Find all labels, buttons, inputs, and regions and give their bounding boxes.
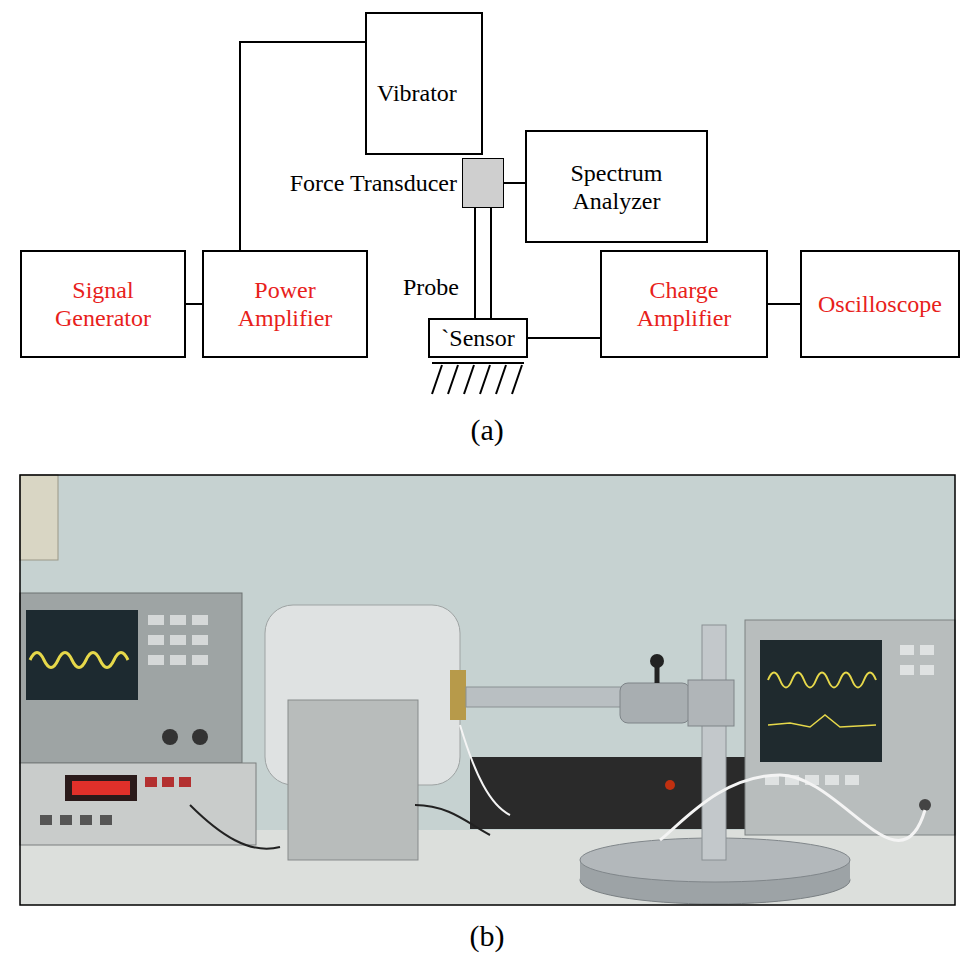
node-label: Charge Amplifier bbox=[614, 276, 754, 332]
node-label: Force Transducer bbox=[290, 169, 457, 197]
edge-label: Probe bbox=[403, 273, 459, 301]
sensor-box: `Sensor bbox=[428, 318, 528, 358]
signal-wire bbox=[240, 42, 365, 250]
probe-rod bbox=[475, 208, 491, 318]
signal-wire bbox=[186, 303, 202, 305]
lab-photo bbox=[20, 475, 955, 905]
node-label: Power Amplifier bbox=[218, 276, 352, 332]
ground-hatch bbox=[432, 363, 524, 394]
node-label: Signal Generator bbox=[34, 276, 172, 332]
subfigure-label: (b) bbox=[470, 919, 505, 953]
oscilloscope-box: Oscilloscope bbox=[800, 250, 960, 358]
node-label: Spectrum Analyzer bbox=[539, 159, 694, 215]
analyzer-box: Spectrum Analyzer bbox=[525, 130, 708, 243]
signal-wire bbox=[528, 337, 600, 339]
probe-line bbox=[474, 208, 476, 318]
probe-line bbox=[490, 208, 492, 318]
generator-box: Signal Generator bbox=[20, 250, 186, 358]
signal-wire bbox=[504, 182, 525, 184]
subfigure-label: (a) bbox=[471, 413, 504, 447]
vibrator-box: Vibrator bbox=[365, 12, 483, 155]
node-label: `Sensor bbox=[441, 324, 514, 352]
amplifier-box: Charge Amplifier bbox=[600, 250, 768, 358]
signal-wire bbox=[768, 303, 800, 305]
node-label: Oscilloscope bbox=[818, 290, 942, 318]
transducer-block: Force Transducer bbox=[462, 158, 504, 208]
amplifier-box: Power Amplifier bbox=[202, 250, 368, 358]
node-label: Vibrator bbox=[377, 79, 457, 107]
